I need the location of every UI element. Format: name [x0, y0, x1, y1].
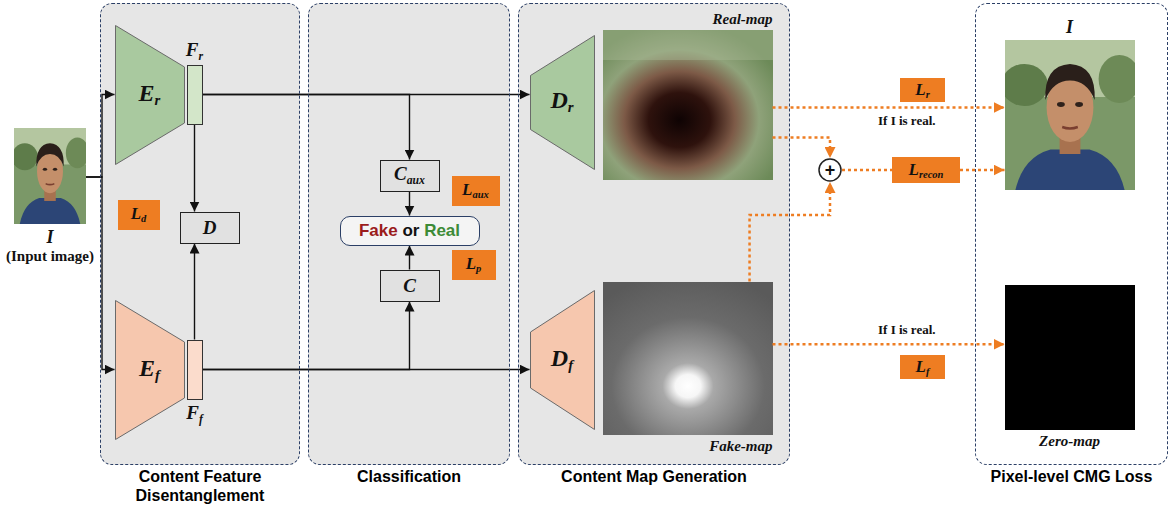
panel-ground: [100, 3, 300, 465]
node-label: Er: [139, 80, 161, 109]
node-label: Laux: [462, 180, 489, 200]
loss-tag: Lf: [900, 355, 945, 379]
node-label: Caux: [394, 163, 425, 188]
face-photo: [12, 128, 89, 224]
panel-ground: [518, 3, 790, 465]
panel-title: Pixel-level CMG Loss: [991, 467, 1153, 486]
loss-path: [960, 169, 1005, 172]
target-image: I: [1005, 40, 1135, 190]
node-label: (Input image): [6, 248, 94, 265]
node-label: I: [46, 227, 53, 248]
condition-note: If I is real.: [878, 113, 936, 129]
real-map-image: Real-map: [603, 30, 773, 180]
flow-arrow: [194, 244, 195, 340]
panel-title: Content Feature Disentanglement: [101, 467, 299, 505]
node-label: Ef: [139, 355, 160, 384]
stage-panel: Content Feature DisentanglementErFrDLdEf…: [100, 3, 300, 465]
node-label: Ld: [131, 204, 147, 224]
node-label: +: [825, 161, 836, 179]
loss-path: [773, 138, 831, 159]
node-label: I: [1066, 17, 1073, 38]
loss-tag: Ld: [118, 200, 160, 230]
loss-tag: Lp: [452, 250, 496, 280]
panel-ground: [975, 3, 1168, 465]
node-label: Fake-map: [709, 438, 772, 455]
feature-bar: Ff: [187, 340, 203, 400]
condition-note: If I is real.: [878, 322, 936, 338]
loss-tag: Laux: [452, 176, 500, 206]
loss-path: [842, 169, 892, 172]
node-label: Fr: [186, 39, 203, 64]
loss-tag: Lrecon: [892, 157, 960, 183]
flow-arrow: [203, 302, 410, 370]
face-photo: [1001, 40, 1140, 190]
loss-tag: Lr: [900, 78, 945, 102]
node-label: Lp: [466, 254, 482, 274]
fake-map-picture: [603, 282, 773, 435]
encoder-trapezoid: Ef: [115, 300, 185, 440]
flow-arrow: [409, 192, 410, 216]
flow-arrow: [409, 246, 410, 270]
stage-panel: Pixel-level CMG LossIZero-map: [975, 3, 1168, 465]
input-image: I(Input image): [14, 128, 86, 224]
flow-arrow: [203, 95, 410, 160]
real-map-picture: [603, 30, 773, 180]
node-label: Real-map: [713, 11, 773, 28]
classifier-box: Caux: [380, 160, 440, 192]
flow-arrow: [194, 125, 195, 212]
classifier-box: C: [380, 270, 440, 302]
zero-map-picture: [1005, 285, 1135, 430]
output-box: Fake or Real: [340, 216, 480, 246]
panel-ground: [308, 3, 510, 465]
encoder-trapezoid: Er: [115, 25, 185, 165]
node-label: Dr: [550, 87, 573, 116]
node-label: Df: [551, 345, 573, 374]
fake-map-image: Fake-map: [603, 282, 773, 435]
decoder-trapezoid: Dr: [530, 35, 595, 170]
stage-panel: Content Map GenerationDrReal-mapFake-map…: [518, 3, 790, 465]
real-map-picture: [603, 30, 773, 60]
feature-bar: Fr: [187, 65, 203, 125]
loss-path: [773, 106, 1005, 109]
node-label: Lrecon: [909, 160, 944, 180]
node-label: Lr: [915, 80, 930, 100]
node-label: Ff: [186, 402, 203, 427]
flow-arrow: [203, 369, 530, 370]
sum-circle: +: [818, 158, 842, 182]
stage-panel: ClassificationCauxLauxFake or RealLpC: [308, 3, 510, 465]
panel-title: Classification: [357, 467, 461, 486]
decoder-trapezoid: Df: [530, 290, 595, 430]
node-label: C: [403, 275, 416, 297]
zero-map-image: Zero-map: [1005, 285, 1135, 430]
loss-path: [773, 343, 1005, 346]
discriminator-box: D: [180, 212, 240, 244]
node-label: Zero-map: [1039, 433, 1100, 450]
panel-title: Content Map Generation: [561, 467, 747, 486]
node-label: Lf: [916, 357, 930, 377]
node-label: D: [203, 217, 217, 239]
node-label: Fake or Real: [359, 221, 460, 241]
